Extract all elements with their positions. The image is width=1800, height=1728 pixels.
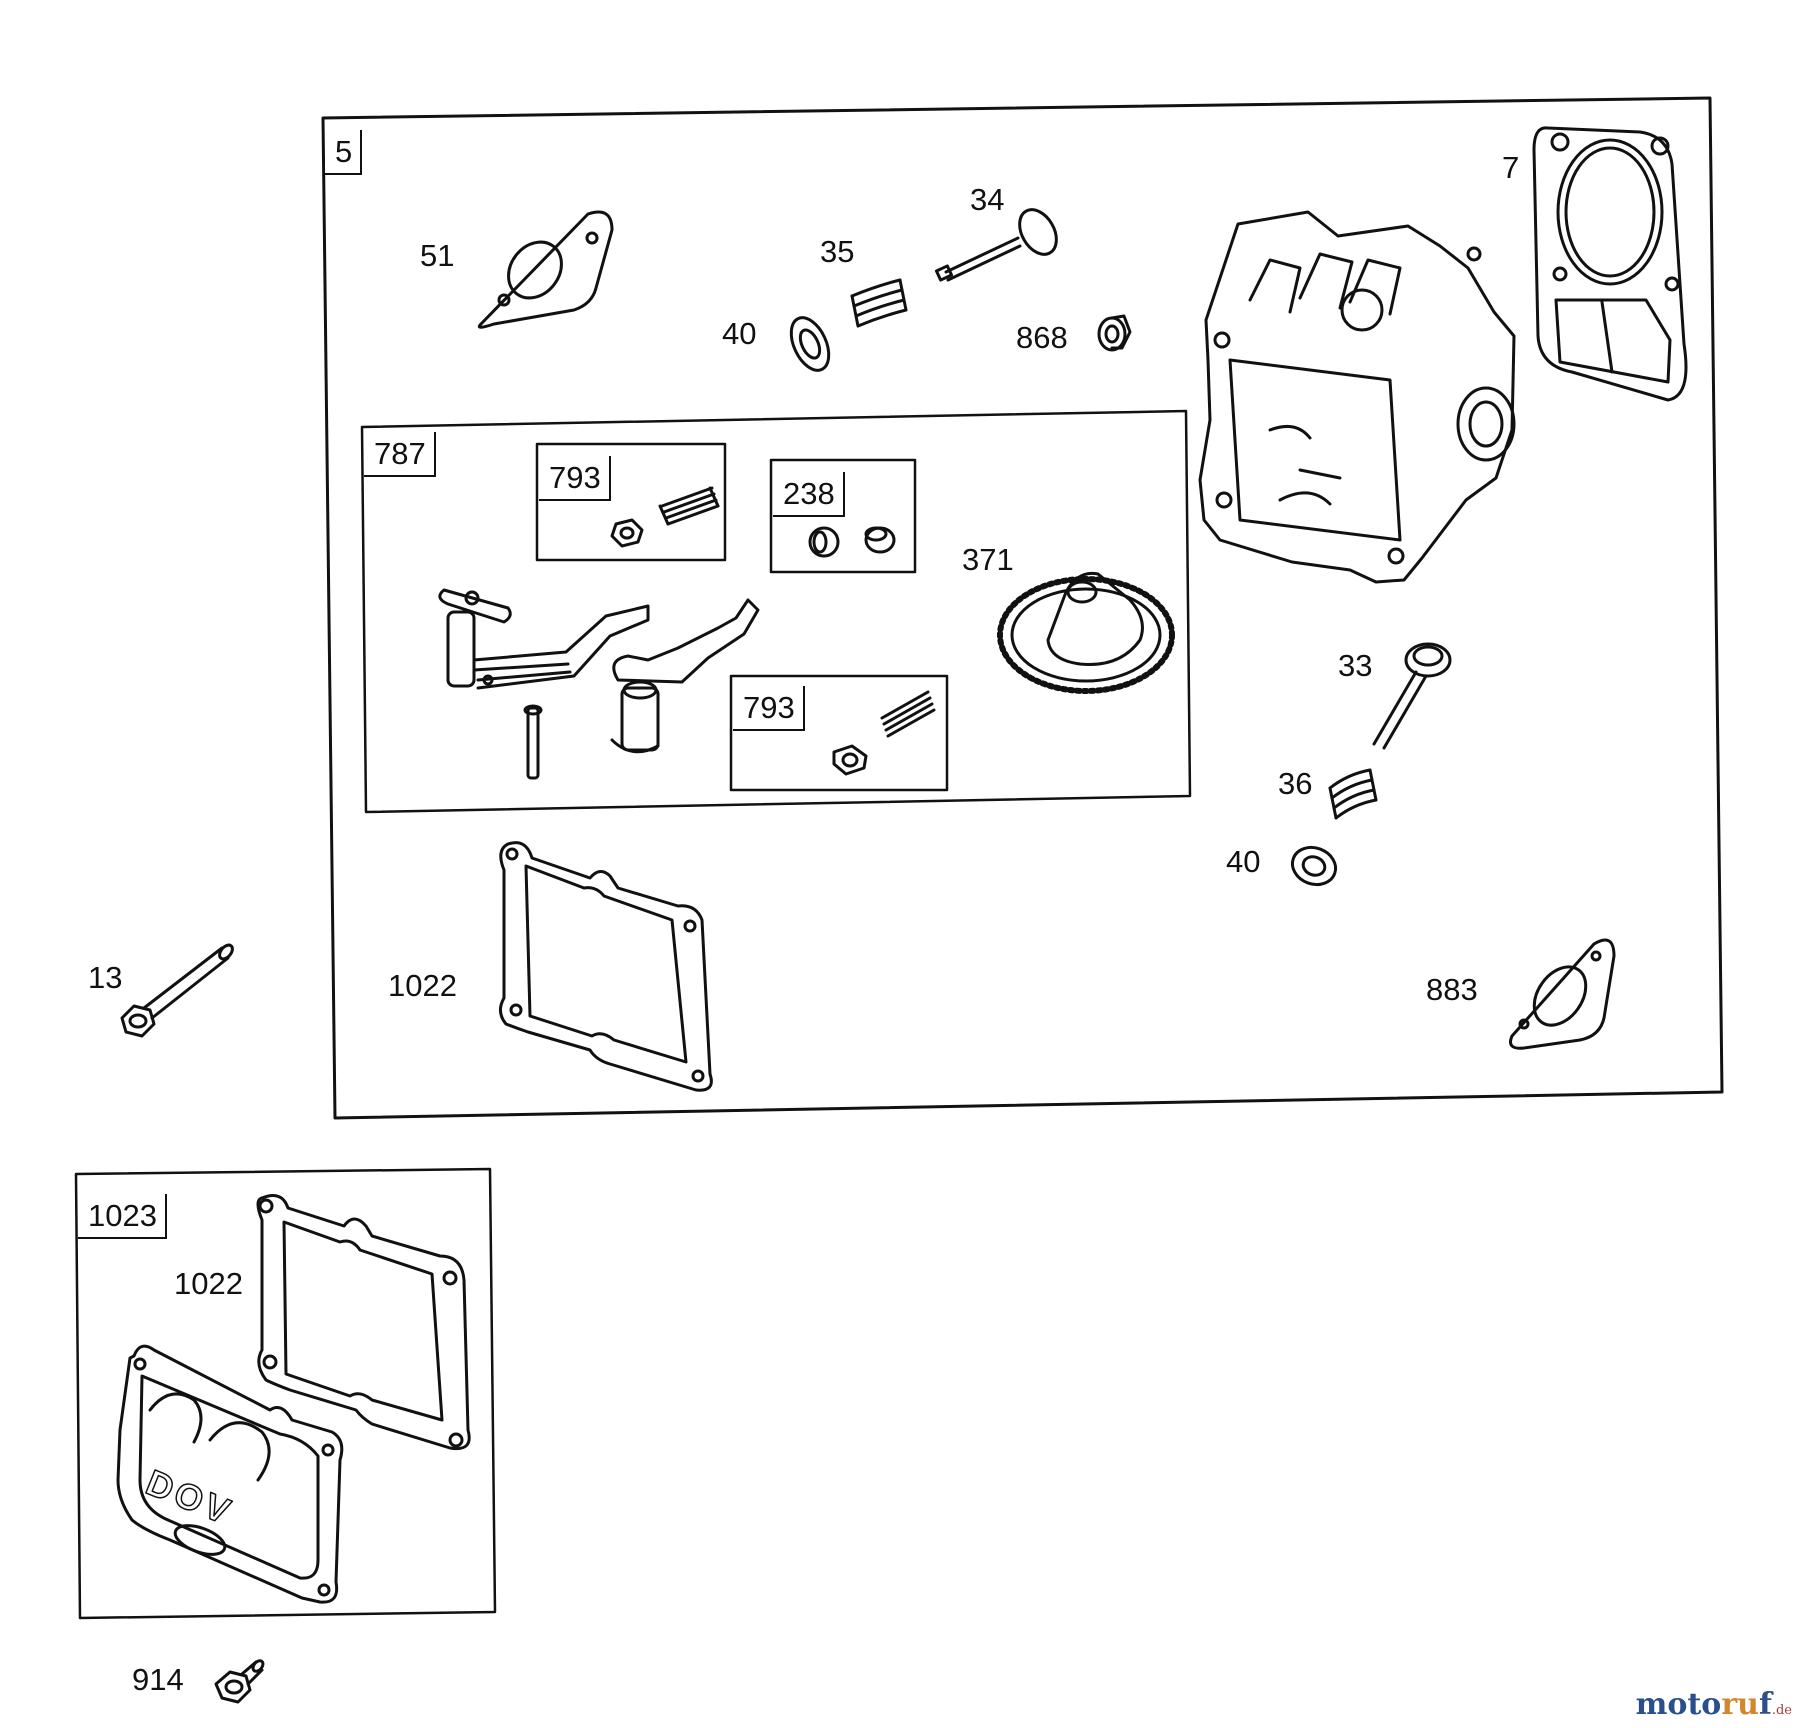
kit-238-bushing-left-drawing: [808, 526, 840, 558]
seal-868-drawing: [1097, 314, 1132, 352]
part-label-40-top: 40: [722, 316, 757, 351]
group-label-793-upper: 793: [539, 456, 611, 501]
part-label-51: 51: [420, 238, 455, 273]
exhaust-gasket-883-drawing: [1509, 938, 1616, 1050]
part-label-40-bottom: 40: [1226, 844, 1261, 879]
valve-spring-36-drawing: [1328, 768, 1378, 820]
valve-33-drawing: [1372, 642, 1452, 750]
head-gasket-7-drawing: [1532, 126, 1688, 402]
part-label-914: 914: [132, 1662, 184, 1697]
group-label-238: 238: [773, 472, 845, 517]
part-label-7: 7: [1502, 150, 1520, 185]
governor-lever-drawing: [610, 598, 760, 754]
cover-kit-frame: [74, 1167, 497, 1620]
governor-pin-drawing: [523, 704, 543, 780]
rocker-gasket-1022-drawing: [499, 841, 713, 1092]
part-label-883: 883: [1426, 972, 1478, 1007]
kit-793-upper-frame: [535, 442, 727, 562]
gasket-51-drawing: [477, 210, 614, 329]
kit-793-lower-frame: [729, 674, 949, 792]
part-label-34: 34: [970, 182, 1005, 217]
part-label-13: 13: [88, 960, 123, 995]
retainer-40-bottom-drawing: [1290, 845, 1338, 887]
gear-371-drawing: [997, 571, 1175, 694]
main-assembly-frame: [321, 96, 1724, 1120]
group-label-1023: 1023: [78, 1194, 167, 1239]
watermark-brand: motoruf: [1635, 1687, 1772, 1722]
group-label-5: 5: [325, 130, 363, 175]
retainer-40-top-drawing: [789, 316, 831, 372]
part-label-868: 868: [1016, 320, 1068, 355]
kit-793-upper-nut-drawing: [610, 518, 644, 548]
part-label-33: 33: [1338, 648, 1373, 683]
part-label-36: 36: [1278, 766, 1313, 801]
site-watermark: motoruf.de: [1636, 1687, 1792, 1722]
cover-gasket-1022-drawing: [256, 1194, 471, 1451]
group-label-787: 787: [364, 432, 436, 477]
governor-kit-frame: [360, 409, 1192, 814]
kit-238-bushing-right-drawing: [864, 526, 896, 554]
watermark-suffix: .de: [1771, 1703, 1792, 1718]
bolt-13-drawing: [120, 943, 234, 1038]
part-label-371: 371: [962, 542, 1014, 577]
governor-arm-drawing: [438, 588, 650, 690]
cover-emboss-text: DOV: [141, 1461, 240, 1533]
group-label-793-lower: 793: [733, 686, 805, 731]
valve-spring-35-drawing: [850, 278, 908, 328]
kit-793-lower-spring-drawing: [880, 690, 936, 738]
kit-238-frame: [769, 458, 917, 574]
cylinder-head-drawing: [1198, 210, 1516, 584]
kit-793-upper-spring-drawing: [658, 486, 720, 526]
part-label-35: 35: [820, 234, 855, 269]
valve-34-drawing: [934, 208, 1058, 282]
kit-793-lower-nut-drawing: [832, 744, 868, 776]
part-label-1022-cover: 1022: [174, 1266, 243, 1301]
valve-cover-drawing: DOV: [116, 1344, 344, 1604]
part-label-1022: 1022: [388, 968, 457, 1003]
bolt-914-drawing: [214, 1659, 265, 1704]
